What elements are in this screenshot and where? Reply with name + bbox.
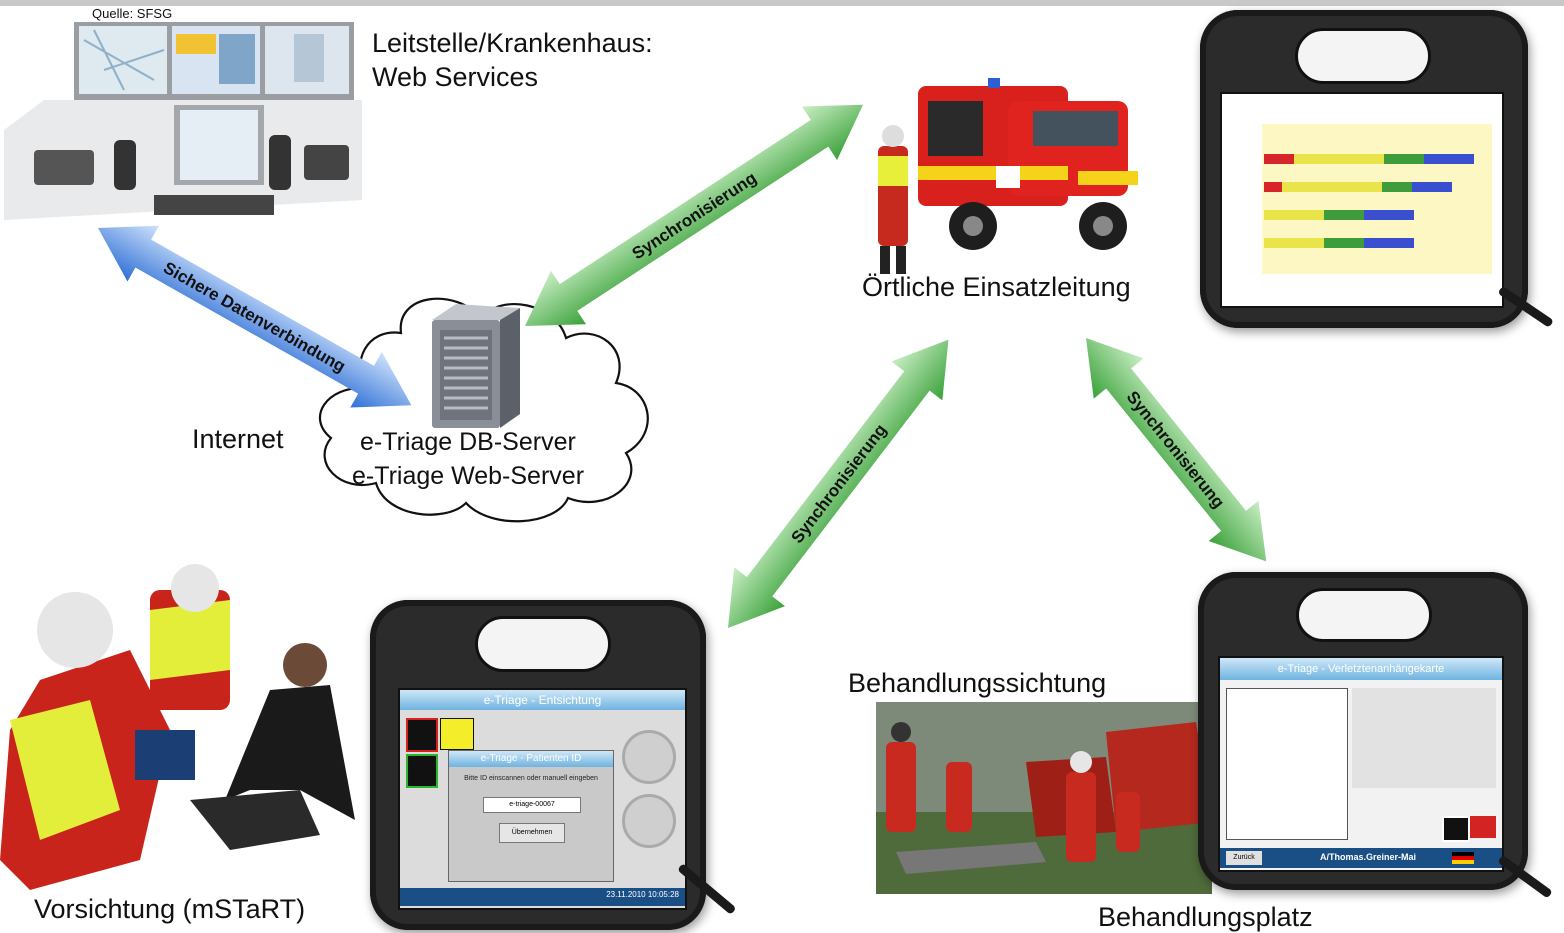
entsichtung-title: e-Triage - Entsichtung: [400, 690, 685, 710]
fire-truck-image: [868, 66, 1163, 276]
rescue-workers-image: [0, 560, 372, 895]
top-border: [0, 0, 1564, 6]
tablet-entsichtung: e-Triage - Entsichtung e-Triage - Patien…: [370, 600, 706, 930]
category-red[interactable]: [406, 718, 438, 752]
save-icon[interactable]: [1470, 816, 1496, 838]
status-bar: 23.11.2010 10:05:28: [400, 888, 685, 906]
control-center-image: [4, 20, 362, 220]
leitstelle-label-line1: Leitstelle/Krankenhaus:: [372, 28, 653, 58]
triage-card: [1226, 688, 1348, 840]
verletztenkarte-title: e-Triage - Verletztenanhängekarte: [1220, 658, 1502, 680]
tablet-screen: [1220, 92, 1504, 308]
patient-form: [1352, 688, 1496, 788]
scan-prompt: Bitte ID einscannen oder manuell eingebe…: [464, 775, 598, 782]
behandlungsplatz-label: Behandlungsplatz: [1098, 902, 1313, 932]
timestamp: 23.11.2010 10:05:28: [606, 890, 679, 899]
id-input[interactable]: e-triage-00067: [483, 797, 581, 813]
internet-label: Internet: [192, 424, 284, 454]
arrow-sync-server: Synchronisierung: [525, 104, 864, 326]
web-server-label: e-Triage Web-Server: [352, 462, 585, 490]
einsatzleitung-label: Örtliche Einsatzleitung: [862, 272, 1131, 302]
verletztenkarte-screen: e-Triage - Verletztenanhängekarte Zurück…: [1218, 656, 1504, 872]
tablet-handle: [475, 616, 611, 672]
id-icon[interactable]: [622, 794, 676, 848]
patienten-id-title: e-Triage - Patienten ID: [449, 751, 613, 767]
category-green[interactable]: [406, 754, 438, 788]
server-icon: [432, 304, 520, 428]
source-label: Quelle: SFSG: [92, 6, 173, 21]
tablet-handle: [1295, 28, 1431, 84]
german-flag-icon[interactable]: [1452, 852, 1474, 864]
camera-icon[interactable]: [622, 730, 676, 784]
tablet-chart: [1200, 10, 1528, 328]
leitstelle-label-line2: Web Services: [372, 62, 539, 92]
tablet-verletztenkarte: e-Triage - Verletztenanhängekarte Zurück…: [1198, 572, 1528, 890]
arrow-sync-server-label: Synchronisierung: [629, 168, 760, 263]
entsichtung-screen: e-Triage - Entsichtung e-Triage - Patien…: [398, 688, 687, 910]
arrow-sync-behandlung-label: Synchronisierung: [1123, 387, 1229, 511]
treatment-area-image: [876, 702, 1212, 894]
category-yellow[interactable]: [440, 718, 474, 750]
internet-cloud: [318, 297, 649, 523]
user-name: A/Thomas.Greiner-Mai: [1320, 852, 1417, 862]
confirm-button[interactable]: Übernehmen: [499, 823, 565, 843]
arrow-sync-vorsichtung: Synchronisierung: [728, 339, 949, 628]
behandlungssichtung-label: Behandlungssichtung: [848, 668, 1107, 698]
status-bar: Zurück A/Thomas.Greiner-Mai: [1220, 848, 1502, 868]
arrow-secure: Sichere Datenverbindung: [98, 225, 412, 408]
arrow-secure-label: Sichere Datenverbindung: [160, 258, 349, 376]
db-server-label: e-Triage DB-Server: [360, 428, 576, 456]
vorsichtung-label: Vorsichtung (mSTaRT): [34, 894, 306, 924]
arrow-sync-behandlung: Synchronisierung: [1086, 338, 1267, 562]
back-button[interactable]: Zurück: [1226, 851, 1262, 865]
arrow-sync-vorsichtung-label: Synchronisierung: [788, 421, 891, 547]
id-card-icon[interactable]: [1442, 816, 1470, 842]
patienten-id-dialog: e-Triage - Patienten ID Bitte ID einscan…: [448, 750, 614, 882]
tablet-handle: [1296, 588, 1432, 642]
